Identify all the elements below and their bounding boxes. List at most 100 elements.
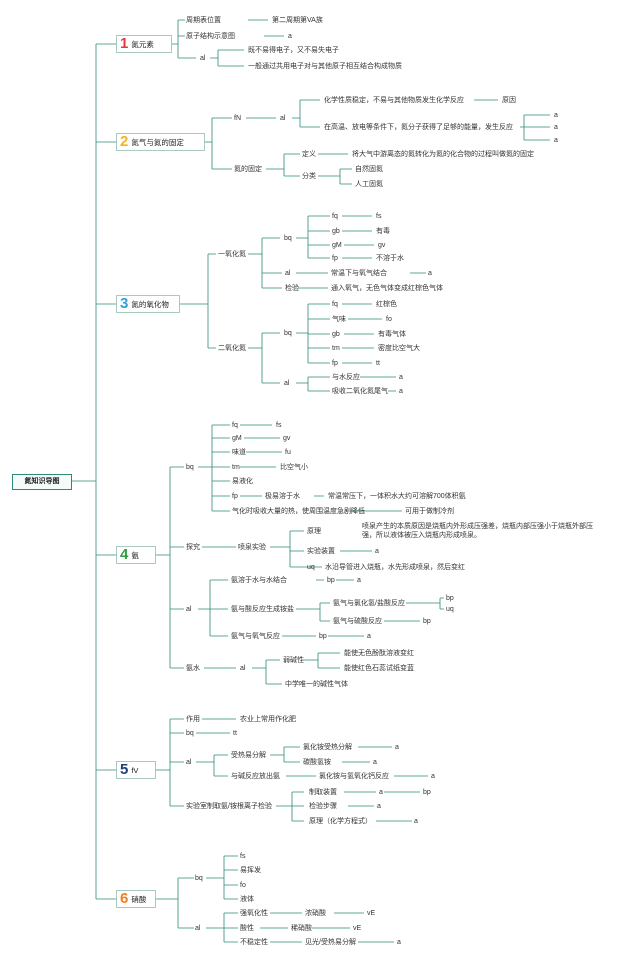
node-text[interactable]: 作用 [186,716,200,723]
node-text[interactable]: 氯化铵受热分解 [303,744,352,751]
node-text[interactable]: 可用于做制冷剂 [405,508,454,515]
node-text[interactable]: al [285,270,291,277]
node-text[interactable]: fq [332,213,338,220]
node-text[interactable]: 不溶于水 [376,255,404,262]
node-text[interactable]: 自然固氮 [355,166,383,173]
node-text[interactable]: fs [376,213,382,220]
node-text[interactable]: a [414,818,418,825]
node-text[interactable]: 弱碱性 [283,657,304,664]
node-text[interactable]: 能使无色酚酞溶液变红 [344,650,414,657]
root-node[interactable]: 氮知识导图 [12,474,72,490]
node-text[interactable]: 氨水 [186,665,200,672]
node-text[interactable]: bp [423,618,431,625]
node-text[interactable]: 常温常压下，一体积水大约可溶解700体积氨 [328,493,466,500]
node-text[interactable]: 在高温、放电等条件下，氮分子获得了足够的能量，发生反应 [324,124,513,131]
node-text[interactable]: tm [232,464,240,471]
node-text[interactable]: 制取装置 [309,789,337,796]
node-text[interactable]: 与碱反应放出氨 [231,773,280,780]
node-text[interactable]: vE [367,910,376,917]
node-text[interactable]: 实验室制取氨/铵根离子检验 [186,803,272,810]
node-text[interactable]: 探究 [186,544,200,551]
section-4-node[interactable]: 4 氨 [116,546,156,564]
node-text[interactable]: 检验步骤 [309,803,337,810]
node-text[interactable]: a [357,577,361,584]
section-2-node[interactable]: 2 氮气与氮的固定 [116,133,205,151]
node-text[interactable]: al [200,55,206,62]
node-text[interactable]: 强氧化性 [240,910,268,917]
node-text[interactable]: bq [186,464,194,471]
node-text[interactable]: 一氧化氮 [218,251,246,258]
node-text[interactable]: 氮的固定 [234,166,262,173]
node-text[interactable]: 将大气中游离态的氮转化为氮的化合物的过程叫做氮的固定 [352,151,534,158]
node-text[interactable]: al [284,380,290,387]
node-text[interactable]: a [377,803,381,810]
node-text[interactable]: 氨溶于水与水结合 [231,577,287,584]
node-text[interactable]: bp [446,595,454,602]
node-text[interactable]: 水沿导管进入烧瓶，水先形成喷泉，然后变红 [325,564,465,571]
node-text[interactable]: uq [307,564,315,571]
node-text[interactable]: a [395,744,399,751]
node-text[interactable]: 见光/受热易分解 [305,939,356,946]
node-text[interactable]: 气化时吸收大量的热，使周围温度急剧降低 [232,508,365,515]
node-text[interactable]: gb [332,228,340,235]
node-text[interactable]: bq [284,235,292,242]
node-text[interactable]: al [186,606,192,613]
node-text[interactable]: fp [332,360,338,367]
node-text[interactable]: a [554,137,558,144]
node-text[interactable]: 吸收二氧化氮尾气 [332,388,388,395]
node-text[interactable]: gv [283,435,291,442]
node-text[interactable]: 与水反应 [332,374,360,381]
node-text[interactable]: 有毒气体 [378,331,406,338]
node-text[interactable]: fo [386,316,392,323]
node-text[interactable]: 二氧化氮 [218,345,246,352]
node-text[interactable]: fq [332,301,338,308]
node-text[interactable]: a [379,789,383,796]
node-text[interactable]: 稀硝酸 [291,925,312,932]
node-text[interactable]: fq [232,422,238,429]
node-text[interactable]: 液体 [240,896,254,903]
section-6-node[interactable]: 6 硝酸 [116,890,156,908]
node-text[interactable]: 喷泉实验 [238,544,266,551]
node-text[interactable]: 受热易分解 [231,752,266,759]
node-text[interactable]: 密度比空气大 [378,345,420,352]
node-text[interactable]: 味道 [232,449,246,456]
node-text[interactable]: 气味 [332,316,346,323]
node-text[interactable]: fs [276,422,282,429]
node-text[interactable]: 既不易得电子，又不易失电子 [248,47,339,54]
node-text[interactable]: 有毒 [376,228,390,235]
node-text[interactable]: a [428,270,432,277]
node-text[interactable]: fN [234,115,241,122]
node-text[interactable]: 实验装置 [307,548,335,555]
node-text[interactable]: bq [195,875,203,882]
node-text[interactable]: al [240,665,246,672]
node-text[interactable]: 一般通过共用电子对与其他原子相互结合构成物质 [248,63,402,70]
node-text[interactable]: gM [332,242,342,249]
node-text[interactable]: 氯化铵与氢氧化钙反应 [319,773,389,780]
node-text[interactable]: 极易溶于水 [265,493,300,500]
node-text[interactable]: 周期表位置 [186,17,221,24]
node-text[interactable]: 氨气与氯化氢/盐酸反应 [333,600,405,607]
node-text[interactable]: 易挥发 [240,867,261,874]
node-text[interactable]: bp [319,633,327,640]
node-text[interactable]: tm [332,345,340,352]
node-text[interactable]: a [554,112,558,119]
node-text[interactable]: 农业上常用作化肥 [240,716,296,723]
node-text[interactable]: 常温下与氧气结合 [331,270,387,277]
node-text[interactable]: 红棕色 [376,301,397,308]
node-text[interactable]: 能使红色石蕊试纸变蓝 [344,665,414,672]
node-text[interactable]: a [288,33,292,40]
node-text[interactable]: 原因 [502,97,516,104]
node-text[interactable]: 定义 [302,151,316,158]
node-text[interactable]: 氨气与硫酸反应 [333,618,382,625]
section-1-node[interactable]: 1 氮元素 [116,35,172,53]
node-text[interactable]: 通入氧气，无色气体变成红棕色气体 [331,285,443,292]
node-text[interactable]: 人工固氮 [355,181,383,188]
node-text[interactable]: tt [233,730,237,737]
node-text[interactable]: a [431,773,435,780]
node-text[interactable]: a [399,388,403,395]
node-text[interactable]: fp [232,493,238,500]
node-text[interactable]: bp [327,577,335,584]
node-text[interactable]: 浓硝酸 [305,910,326,917]
node-text[interactable]: fu [285,449,291,456]
node-text[interactable]: al [280,115,286,122]
